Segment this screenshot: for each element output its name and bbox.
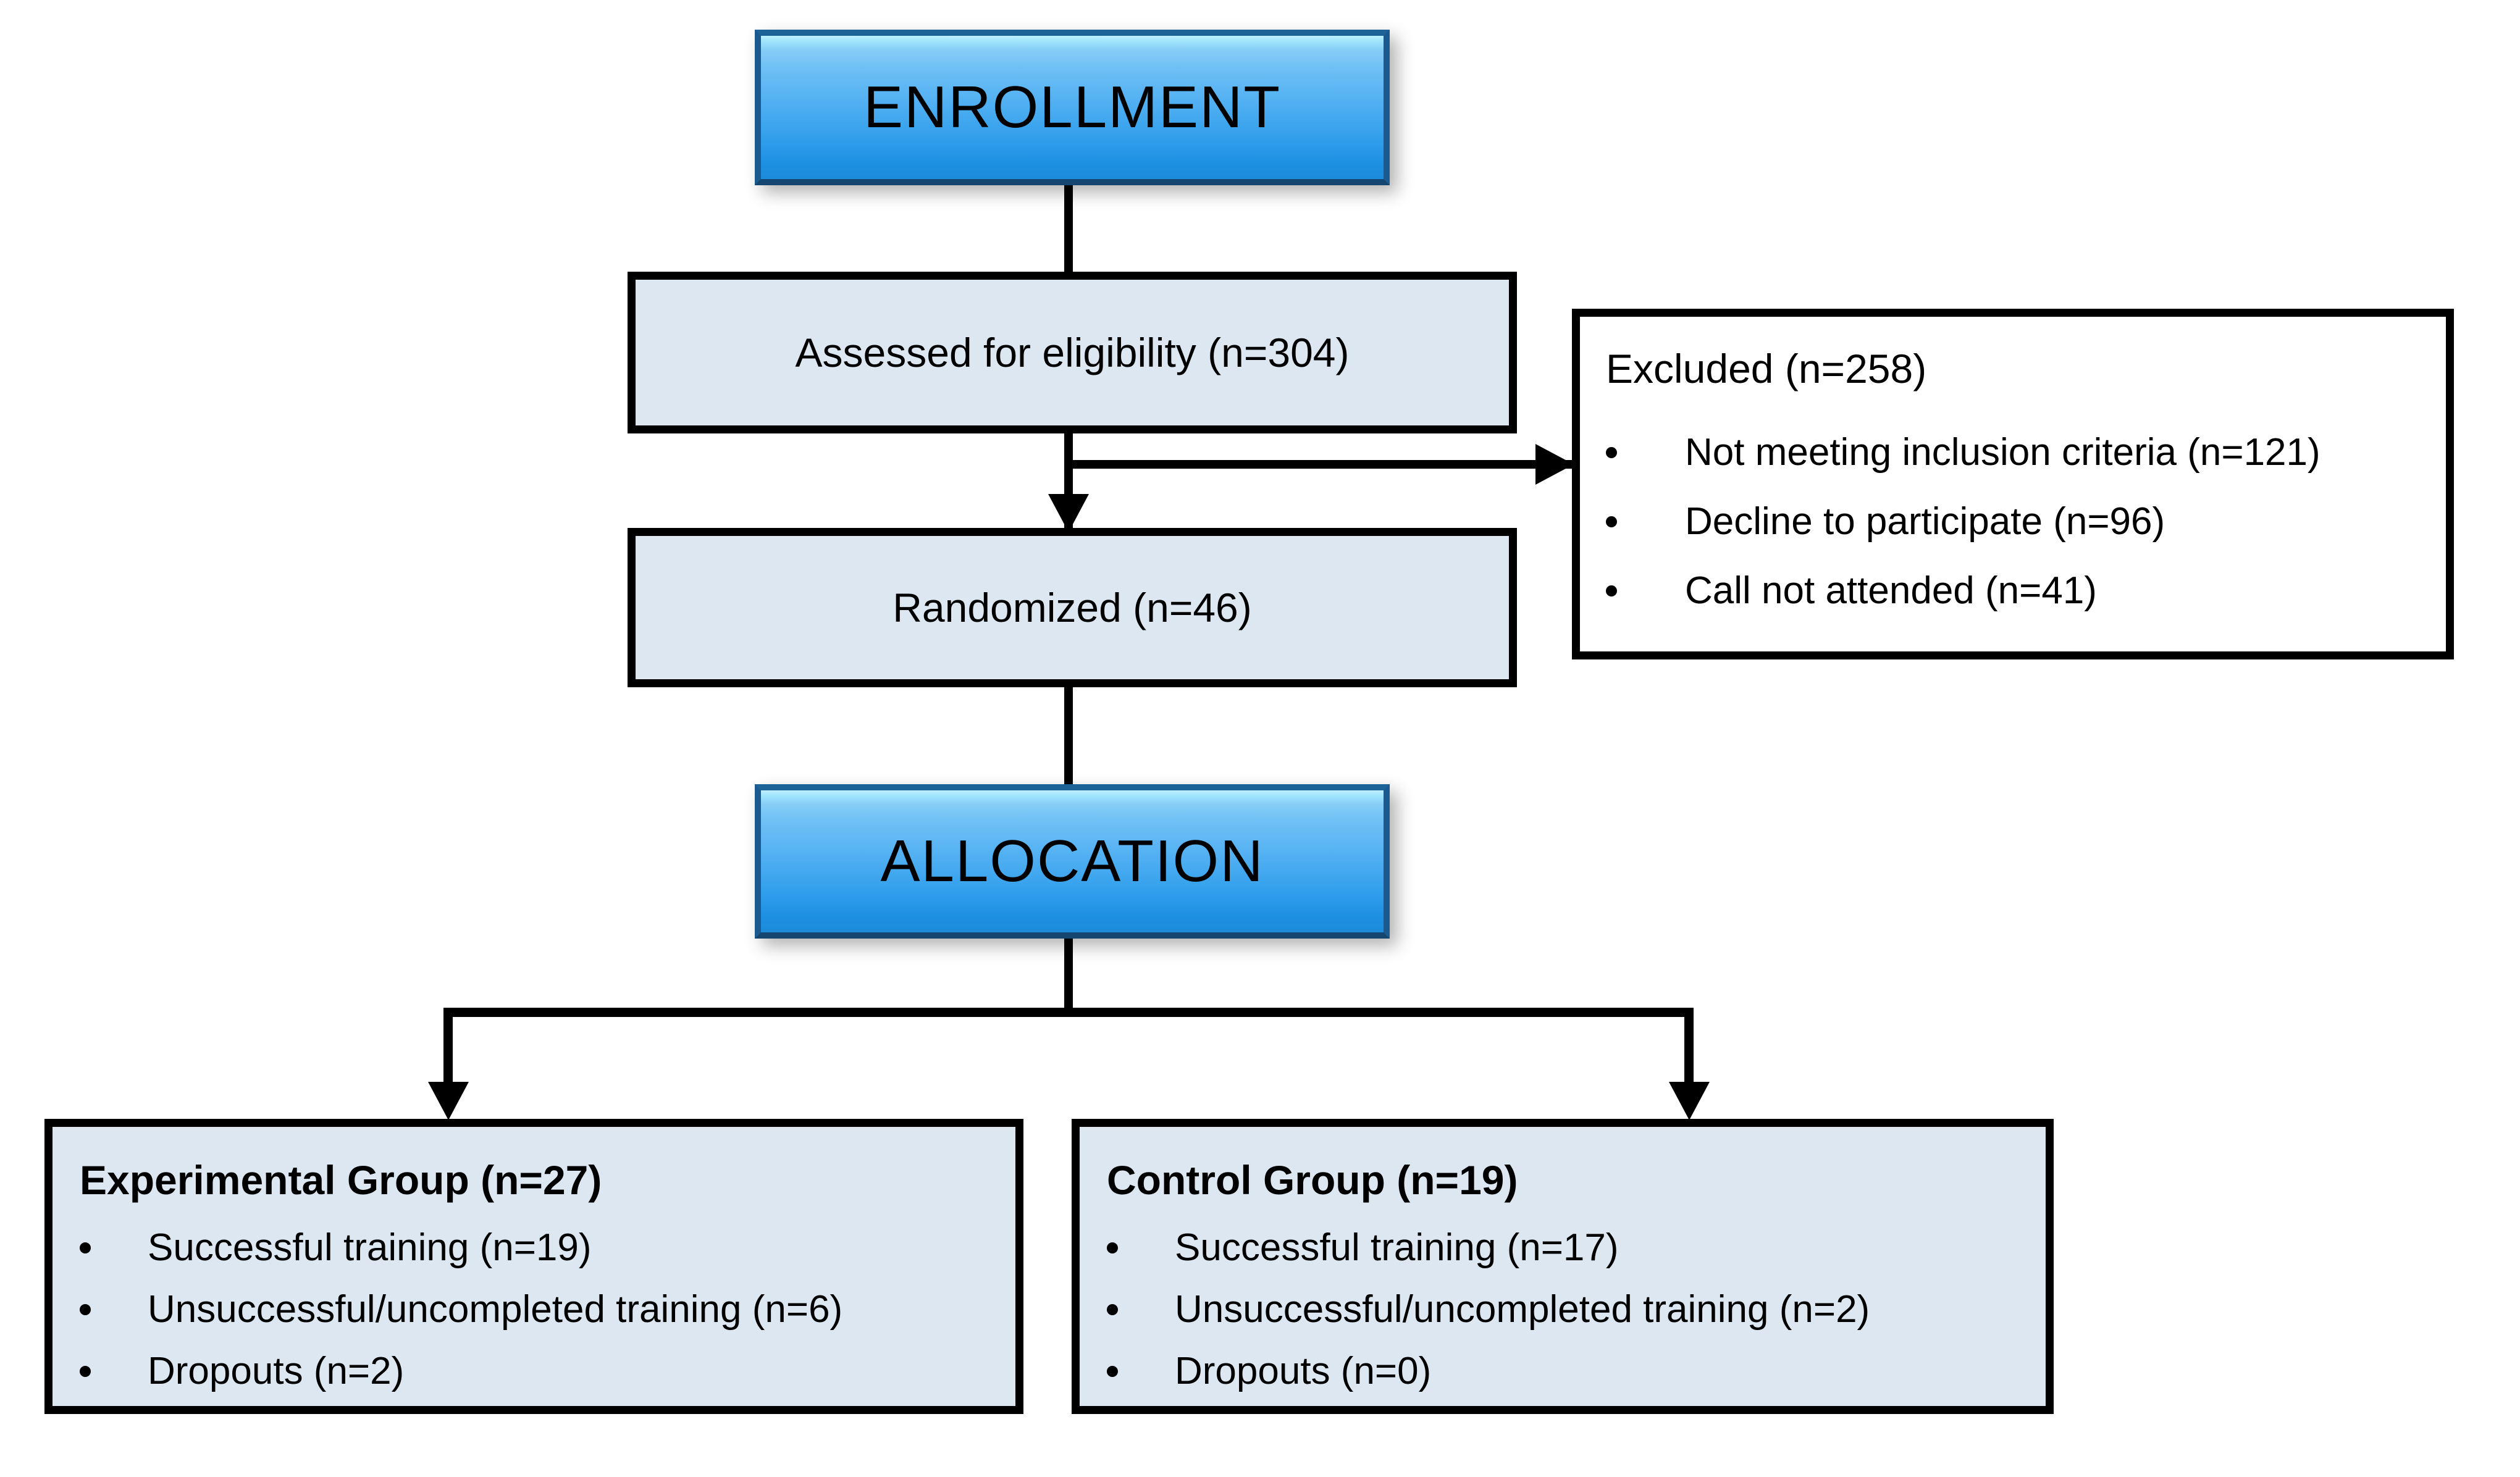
experimental-group-box: Experimental Group (n=27) Successful tra… <box>44 1119 1023 1414</box>
control-bullet-2: Unsuccessful/uncompleted training (n=2) <box>1175 1288 1870 1331</box>
connector-allocation-split-bar <box>443 1008 1694 1017</box>
bullet-icon <box>1107 1304 1118 1315</box>
control-bullet-3: Dropouts (n=0) <box>1175 1350 1432 1392</box>
list-item: Not meeting inclusion criteria (n=121) <box>1606 418 2446 487</box>
allocation-banner: ALLOCATION <box>755 784 1390 939</box>
assessed-for-eligibility-text: Assessed for eligibility (n=304) <box>795 330 1350 375</box>
excluded-bullet-list: Not meeting inclusion criteria (n=121) D… <box>1606 418 2446 626</box>
allocation-banner-label: ALLOCATION <box>880 828 1264 894</box>
list-item: Unsuccessful/uncompleted training (n=2) <box>1107 1279 2046 1341</box>
control-bullet-1: Successful training (n=17) <box>1175 1226 1619 1269</box>
excluded-bullet-2: Decline to participate (n=96) <box>1685 500 2165 543</box>
control-group-heading: Control Group (n=19) <box>1107 1157 1518 1203</box>
connector-assessed-to-excluded-line <box>1069 460 1574 469</box>
excluded-box: Excluded (n=258) Not meeting inclusion c… <box>1572 309 2454 659</box>
list-item: Dropouts (n=0) <box>1107 1341 2046 1402</box>
connector-allocation-stem <box>1064 939 1073 1013</box>
connector-enrollment-to-assessed <box>1064 185 1073 278</box>
list-item: Call not attended (n=41) <box>1606 556 2446 626</box>
bullet-icon <box>80 1242 91 1253</box>
randomized-box: Randomized (n=46) <box>628 528 1517 687</box>
arrow-to-experimental-icon <box>428 1082 469 1120</box>
experimental-bullet-2: Unsuccessful/uncompleted training (n=6) <box>148 1288 843 1331</box>
arrow-to-control-icon <box>1669 1082 1710 1120</box>
bullet-icon <box>1107 1242 1118 1253</box>
list-item: Successful training (n=17) <box>1107 1217 2046 1279</box>
assessed-for-eligibility-box: Assessed for eligibility (n=304) <box>628 272 1517 433</box>
bullet-icon <box>1606 585 1617 596</box>
excluded-bullet-3: Call not attended (n=41) <box>1685 569 2097 612</box>
bullet-icon <box>1606 447 1617 458</box>
list-item: Successful training (n=19) <box>80 1217 1015 1279</box>
randomized-text: Randomized (n=46) <box>892 585 1252 630</box>
list-item: Decline to participate (n=96) <box>1606 487 2446 556</box>
control-bullet-list: Successful training (n=17) Unsuccessful/… <box>1107 1217 2046 1402</box>
bullet-icon <box>1107 1366 1118 1377</box>
list-item: Dropouts (n=2) <box>80 1341 1015 1402</box>
list-item: Unsuccessful/uncompleted training (n=6) <box>80 1279 1015 1341</box>
connector-allocation-to-control <box>1684 1008 1694 1100</box>
enrollment-banner: ENROLLMENT <box>755 30 1390 185</box>
experimental-bullet-3: Dropouts (n=2) <box>148 1350 405 1392</box>
connector-randomized-to-allocation <box>1064 687 1073 789</box>
excluded-heading: Excluded (n=258) <box>1606 346 1927 391</box>
enrollment-banner-label: ENROLLMENT <box>863 74 1282 140</box>
connector-allocation-to-experimental <box>443 1008 453 1100</box>
arrow-to-randomized-icon <box>1048 494 1089 532</box>
experimental-bullet-1: Successful training (n=19) <box>148 1226 592 1269</box>
bullet-icon <box>80 1304 91 1315</box>
excluded-bullet-1: Not meeting inclusion criteria (n=121) <box>1685 431 2320 474</box>
bullet-icon <box>1606 516 1617 527</box>
arrow-to-excluded-icon <box>1535 444 1574 485</box>
bullet-icon <box>80 1366 91 1377</box>
control-group-box: Control Group (n=19) Successful training… <box>1072 1119 2054 1414</box>
experimental-bullet-list: Successful training (n=19) Unsuccessful/… <box>80 1217 1015 1402</box>
experimental-group-heading: Experimental Group (n=27) <box>80 1157 602 1203</box>
